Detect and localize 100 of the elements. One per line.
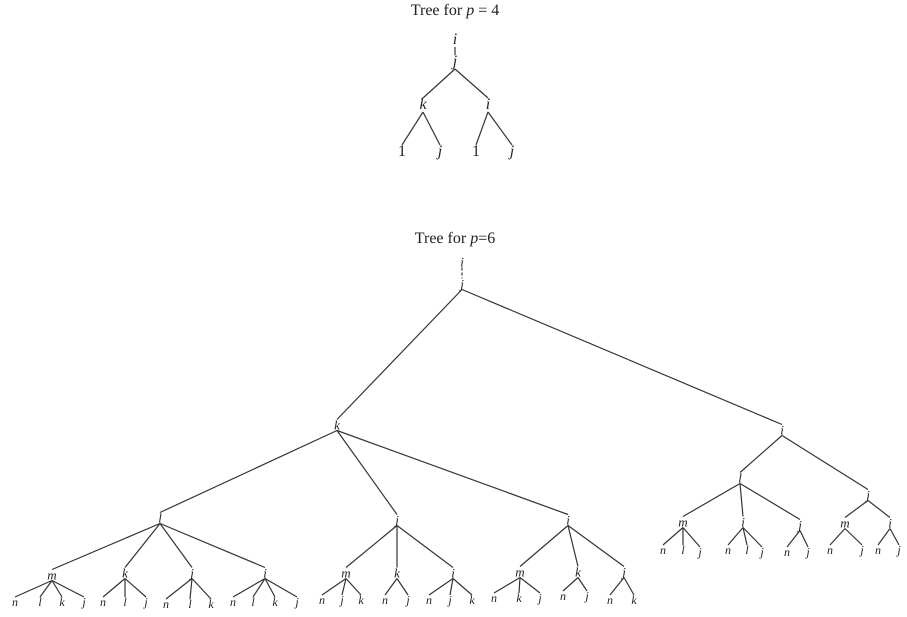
tree-node-label: n — [826, 544, 834, 556]
tree-node-label: k — [207, 598, 215, 610]
tree-node-label: j — [537, 592, 543, 604]
branch-line — [124, 523, 160, 568]
branch-line — [488, 112, 512, 146]
branch-line — [739, 483, 744, 517]
tree-node-label: k — [468, 594, 476, 606]
tree-node-label: n — [425, 594, 433, 606]
branch-line — [384, 578, 398, 596]
branch-line — [889, 528, 900, 546]
branch-line — [341, 578, 347, 596]
tree-node-label: l — [187, 598, 193, 610]
tree-node-label: i — [452, 32, 458, 48]
branch-line — [799, 530, 809, 548]
tree-node-label: k — [271, 596, 279, 608]
branch-line — [567, 525, 579, 567]
tree-node-label: j — [896, 544, 902, 556]
tree-node-label: j — [339, 594, 345, 606]
tree-node-label: j — [865, 488, 871, 502]
branch-line — [518, 577, 521, 594]
tree-node-label: n — [559, 590, 567, 602]
tree-node-label: k — [418, 97, 428, 113]
tree-node-label: n — [318, 594, 326, 606]
branch-line — [782, 435, 868, 490]
branch-line — [682, 527, 700, 548]
tree-node-label: k — [630, 594, 638, 606]
tree-node-label: k — [121, 566, 129, 580]
branch-line — [428, 578, 454, 596]
branch-line — [682, 482, 740, 518]
branch-line — [742, 527, 762, 548]
branch-line — [520, 577, 540, 594]
tree-node-label: n — [162, 598, 170, 610]
branch-line — [160, 522, 266, 568]
tree-node-label: l — [680, 544, 686, 556]
tree-node-label: n — [659, 544, 667, 556]
tree-title: Tree for p = 4 — [410, 2, 500, 20]
tree-node-label: i — [565, 514, 571, 526]
tree-node-label: i — [484, 97, 492, 113]
tree-node-label: l — [744, 544, 750, 556]
branch-line — [252, 578, 266, 598]
branch-line — [40, 580, 52, 598]
tree-node-label: l — [250, 596, 256, 608]
branch-line — [520, 525, 568, 567]
branch-line — [14, 580, 52, 598]
branch-line — [422, 68, 456, 98]
branch-line — [346, 578, 362, 596]
tree-node-label: j — [759, 546, 765, 558]
tree-title: Tree for p=6 — [414, 230, 496, 248]
branch-line — [462, 288, 782, 426]
branch-line — [264, 578, 298, 598]
branch-line — [878, 528, 890, 546]
branch-line — [562, 577, 578, 592]
tree-node-label: n — [381, 594, 389, 606]
branch-line — [740, 435, 782, 473]
tree-node-label: j — [394, 514, 400, 526]
tree-node-label: n — [229, 596, 237, 608]
branch-line — [844, 528, 862, 546]
branch-line — [422, 112, 441, 146]
tree-node-label: j — [584, 590, 590, 602]
branch-line — [232, 578, 266, 598]
branch-line — [402, 112, 424, 146]
branch-line — [844, 500, 868, 518]
branch-line — [192, 578, 212, 600]
branch-line — [160, 430, 338, 514]
tree-node-label: n — [99, 596, 107, 608]
tree-node-label: m — [677, 516, 689, 528]
branch-line — [740, 482, 800, 520]
branch-line — [124, 578, 126, 597]
tree-node-label: n — [490, 592, 498, 604]
tree-node-label: i — [262, 566, 268, 580]
branch-line — [166, 578, 192, 600]
tree-node-label: j — [459, 278, 465, 290]
branch-line — [124, 578, 146, 598]
branch-line — [610, 577, 624, 596]
tree-node-label: j — [405, 594, 411, 606]
tree-node-label: i — [450, 566, 456, 580]
tree-node-label: j — [294, 596, 300, 608]
tree-node-label: k — [393, 566, 401, 580]
tree-node-label: l — [157, 512, 163, 524]
branch-line — [742, 527, 748, 546]
branch-line — [346, 525, 398, 568]
tree-node-label: l — [737, 472, 743, 484]
tree-node-label: n — [724, 544, 732, 556]
tree-node-label: m — [340, 566, 352, 580]
branch-line — [452, 578, 472, 596]
tree-node-label: 1 — [397, 144, 407, 160]
tree-node-label: i — [740, 516, 746, 528]
tree-node-label: 1 — [471, 144, 481, 160]
tree-node-label: j — [189, 566, 195, 580]
branch-line — [568, 525, 624, 567]
tree-node-label: n — [874, 544, 882, 556]
tree-node-label: j — [859, 544, 865, 556]
tree-node-label: k — [58, 596, 66, 608]
tree-node-label: j — [797, 518, 803, 532]
branch-line — [52, 522, 160, 570]
tree-node-label: j — [436, 144, 444, 160]
tree-node-label: m — [514, 566, 526, 578]
tree-node-label: k — [574, 566, 582, 578]
tree-node-label: j — [81, 596, 87, 608]
branch-line — [475, 112, 489, 146]
